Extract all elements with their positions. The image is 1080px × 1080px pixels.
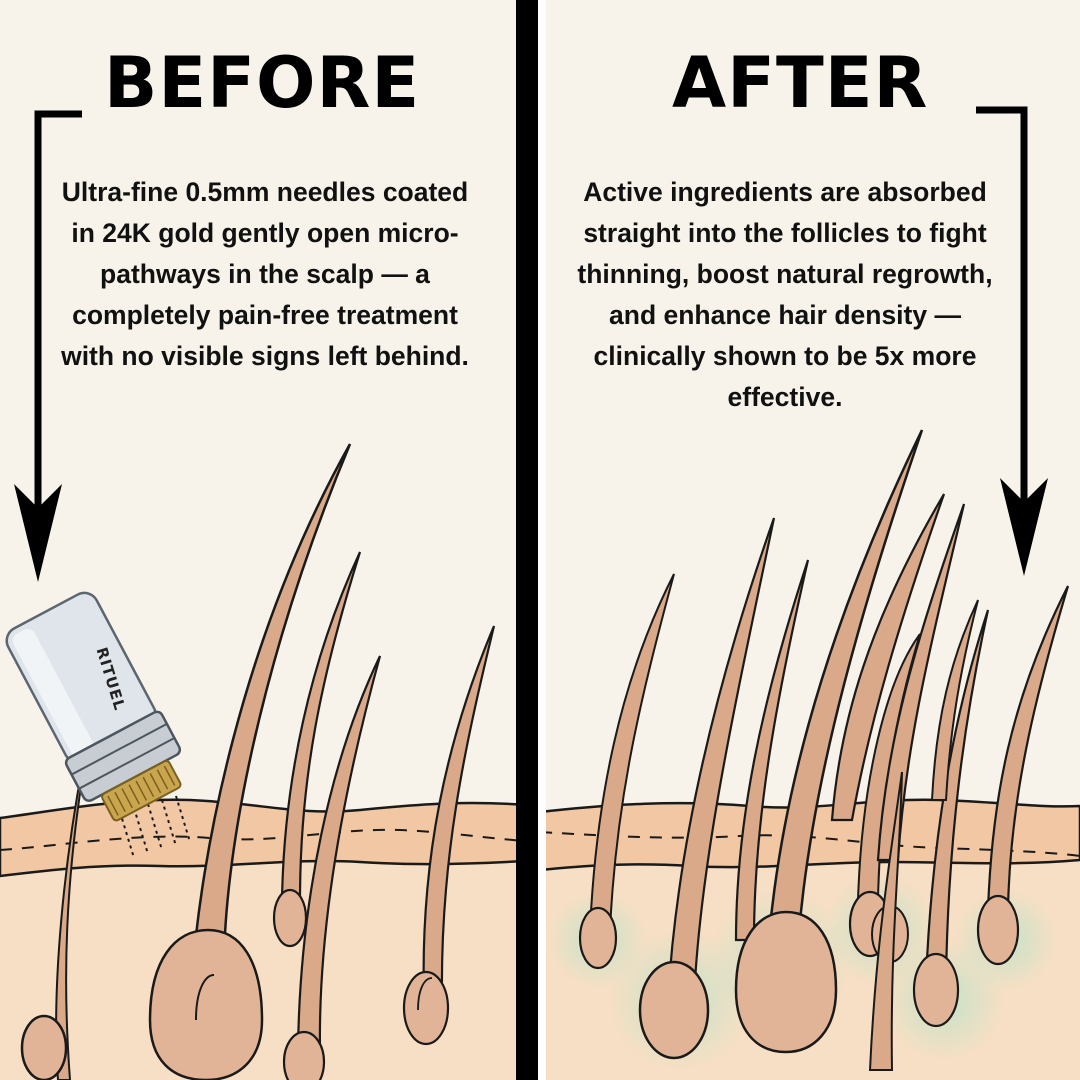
hair-follicle	[868, 771, 903, 1071]
hair-follicle	[830, 493, 946, 822]
hair-follicle	[578, 573, 675, 970]
before-heading: BEFORE	[104, 42, 421, 124]
micro-pathway-dots	[119, 795, 191, 859]
hair-follicle	[402, 625, 496, 1046]
center-divider-gap	[538, 0, 546, 1080]
hair-follicle	[272, 551, 362, 948]
hair-follicle	[912, 609, 990, 1028]
after-panel	[540, 0, 1080, 1080]
before-caption: Ultra-fine 0.5mm needles coated in 24K g…	[61, 177, 469, 371]
before-scalp-illustration	[0, 443, 540, 1080]
hair-follicle	[930, 599, 979, 801]
after-caption: Active ingredients are absorbed straight…	[577, 177, 993, 412]
hair-follicle	[976, 585, 1070, 966]
hair-follicle	[148, 443, 352, 1080]
after-heading: AFTER	[672, 42, 929, 124]
hair-follicle	[734, 429, 924, 1054]
hair-follicle	[638, 517, 776, 1060]
center-divider	[516, 0, 538, 1080]
before-panel: RITUEL	[0, 0, 540, 1080]
after-scalp-illustration	[540, 429, 1080, 1080]
dermis-layer	[0, 834, 540, 1080]
hair-follicle	[734, 559, 810, 942]
product-vial-icon	[5, 591, 182, 822]
hair-follicle	[282, 655, 382, 1080]
